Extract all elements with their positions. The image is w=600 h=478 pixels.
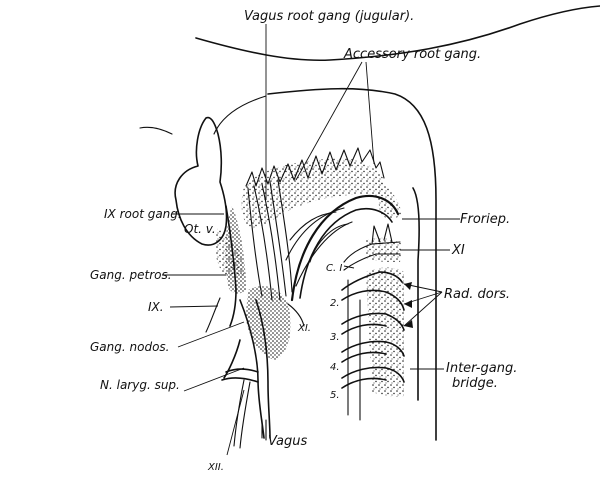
label-gang-petros: Gang. petros. bbox=[90, 268, 172, 282]
label-inter-gang: Inter-gang. bbox=[446, 361, 517, 376]
label-xi-small: XI. bbox=[297, 323, 311, 334]
label-segment-5: 5. bbox=[330, 390, 340, 401]
label-n-laryg-sup: N. laryg. sup. bbox=[100, 378, 180, 392]
dorsal-root-ganglia bbox=[341, 223, 405, 389]
label-gang-nodos: Gang. nodos. bbox=[90, 340, 169, 354]
label-segment-2: 2. bbox=[330, 298, 340, 309]
leader-lines bbox=[162, 24, 460, 456]
label-vagus-root-gang: Vagus root gang (jugular). bbox=[244, 9, 414, 24]
label-ix-root-gang: IX root gang. bbox=[104, 207, 182, 221]
diagram-labels: Vagus root gang (jugular). Accessory roo… bbox=[90, 9, 517, 473]
label-otic-vesicle: Ot. v. bbox=[184, 222, 216, 236]
label-xi-right: XI bbox=[451, 243, 465, 258]
rad-dors-arrowheads bbox=[404, 282, 413, 328]
label-segment-3: 3. bbox=[330, 332, 340, 343]
accessory-nerve bbox=[285, 194, 400, 302]
label-froriep: Froriep. bbox=[460, 212, 510, 227]
label-c1: C. I bbox=[326, 263, 342, 274]
label-bridge: bridge. bbox=[452, 376, 498, 391]
vagus-root-fibres bbox=[247, 179, 293, 301]
label-xii: XII. bbox=[207, 462, 224, 473]
label-rad-dors: Rad. dors. bbox=[444, 287, 510, 302]
ganglia-stipple bbox=[215, 158, 404, 397]
label-segment-4: 4. bbox=[330, 362, 340, 373]
label-accessory-root-gang: Accessory root gang. bbox=[343, 47, 481, 62]
label-vagus: Vagus bbox=[268, 434, 308, 449]
glossopharyngeal-nerve bbox=[205, 205, 237, 333]
label-ix: IX. bbox=[148, 300, 164, 314]
